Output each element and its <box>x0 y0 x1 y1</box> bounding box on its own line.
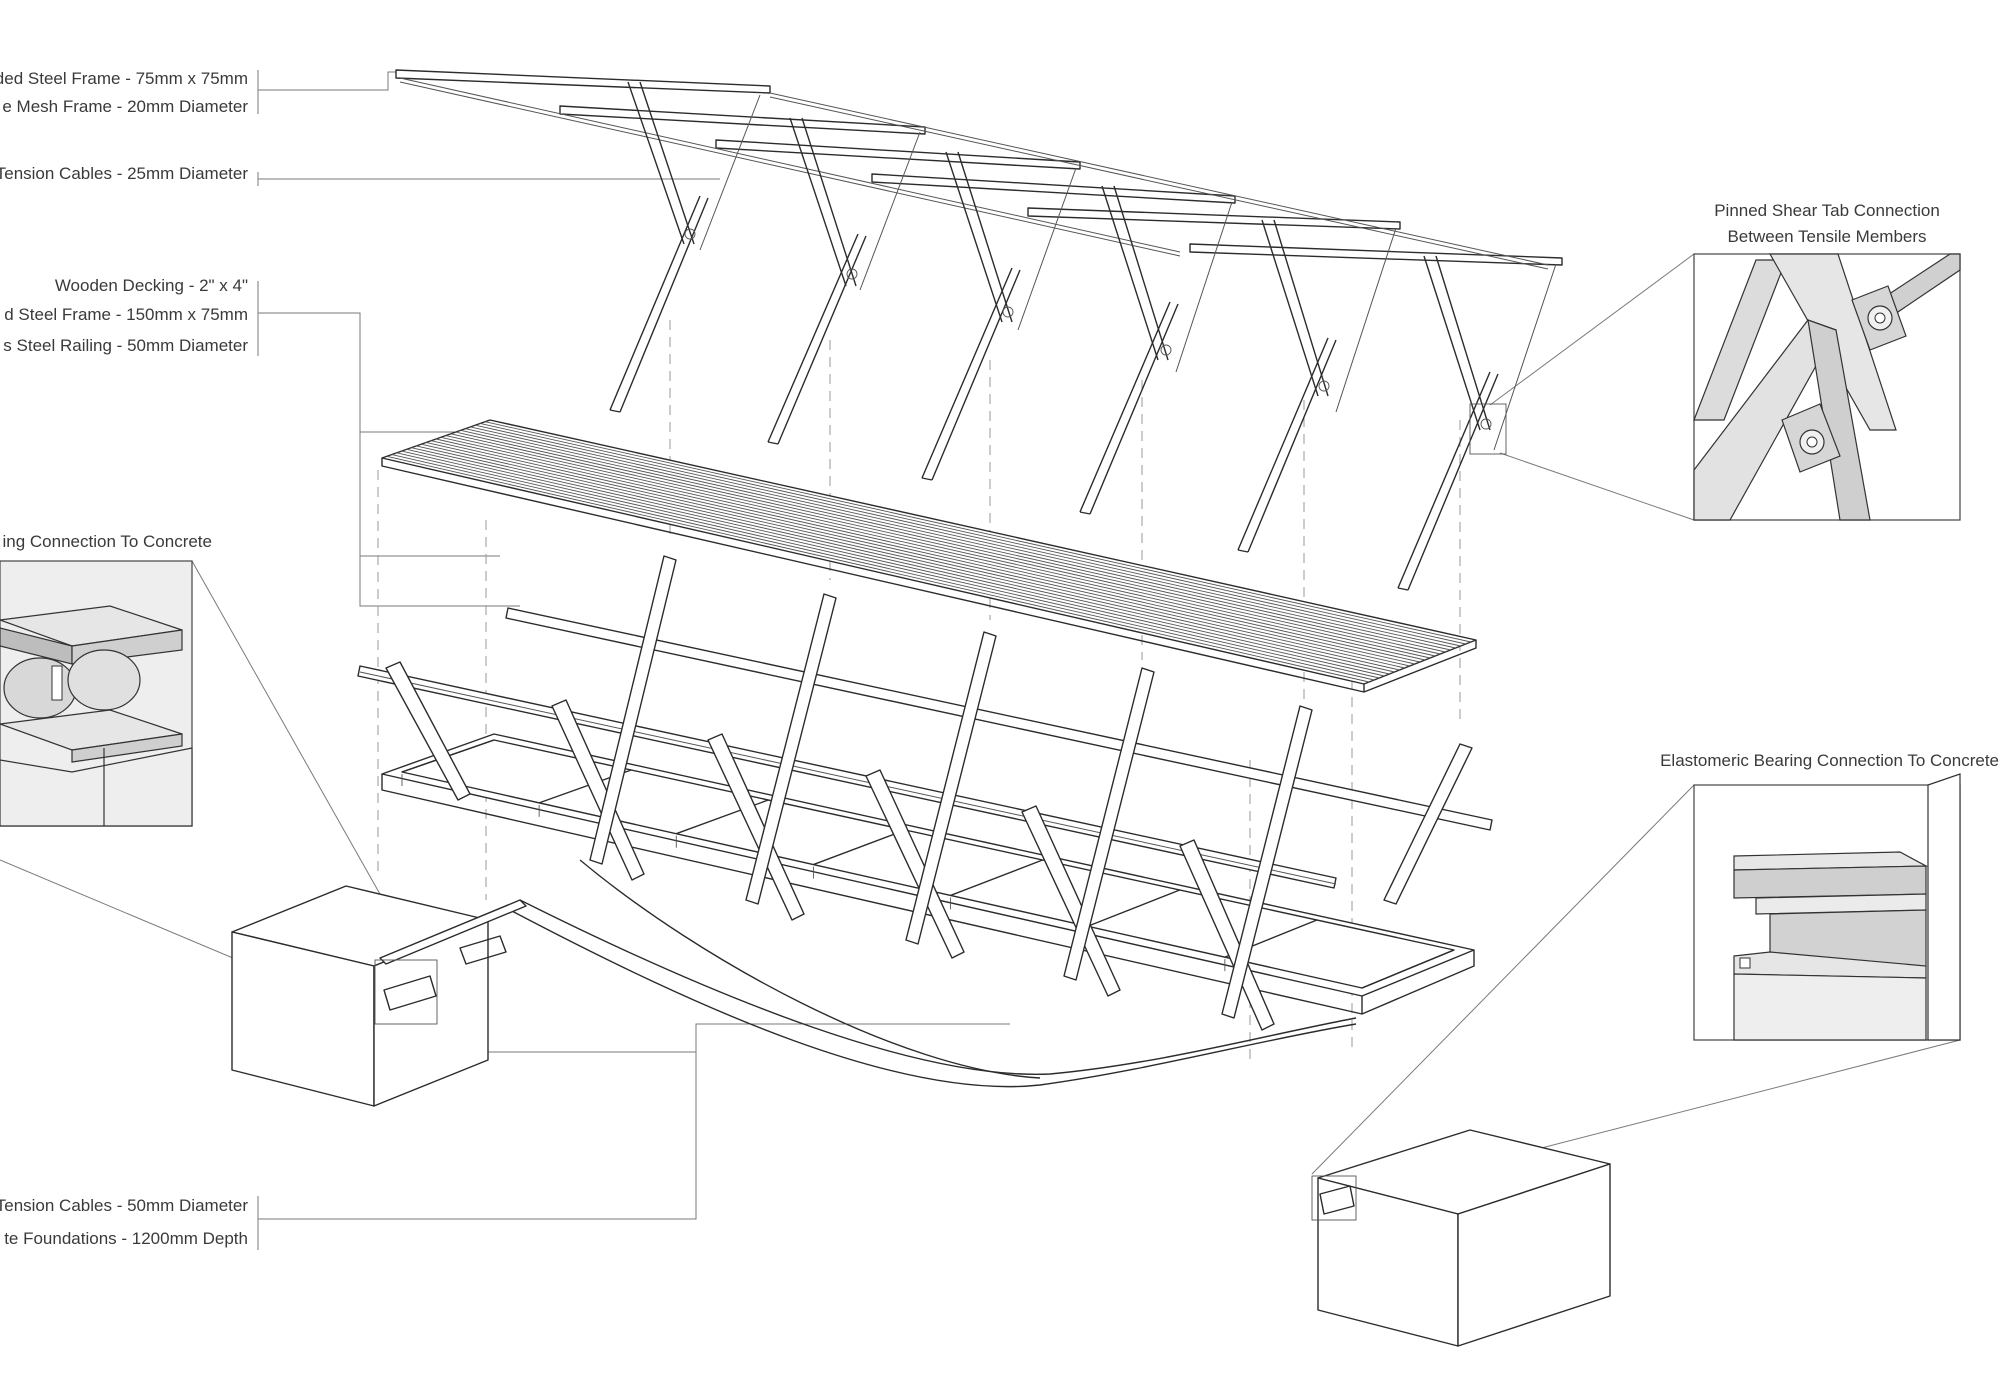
label-shear-tab-1: Pinned Shear Tab Connection <box>1714 201 1940 220</box>
label-railing: s Steel Railing - 50mm Diameter <box>3 336 248 355</box>
frame-segment-divider <box>813 829 906 866</box>
deck-plank-line <box>396 452 1380 679</box>
wooden-decking <box>381 419 1477 693</box>
label-left-bearing: ing Connection To Concrete <box>3 532 213 551</box>
deck-plank-line <box>411 447 1395 673</box>
label-right-bearing: Elastomeric Bearing Connection To Concre… <box>1660 751 1999 770</box>
deck-plank-line <box>401 450 1385 677</box>
deck-plank-line <box>465 428 1451 651</box>
deck-plank-line <box>480 423 1466 645</box>
label-main-frame: d Steel Frame - 150mm x 75mm <box>4 305 248 324</box>
top-cables <box>399 77 1557 451</box>
left-bearing-callout-box <box>374 959 438 1025</box>
deck-planks <box>386 421 1472 683</box>
steel-railings <box>357 607 1493 889</box>
frame-diagonals <box>385 555 1473 1031</box>
label-mesh-frame: e Mesh Frame - 20mm Diameter <box>2 97 248 116</box>
deck-plank-line <box>450 433 1436 657</box>
deck-plank-line <box>475 424 1461 647</box>
deck-plank-line <box>455 431 1441 655</box>
frame-diagonal-brace <box>385 661 471 801</box>
frame-segment-divider <box>1087 889 1180 927</box>
frame-upright-brace <box>1221 705 1313 1019</box>
top-x-members <box>609 81 1499 591</box>
inset-shear-tab <box>1693 253 1961 521</box>
deck-plank-line <box>386 455 1370 683</box>
frame-segments <box>401 739 1455 989</box>
deck-plank-line <box>470 426 1456 649</box>
deck-plank-line <box>435 438 1421 663</box>
frame-segment-divider <box>1361 949 1455 989</box>
top-frame-beams <box>395 69 1563 266</box>
frame-upright-brace <box>1383 743 1473 905</box>
bottom-tension-cable <box>509 859 1357 1088</box>
label-top-frame: lded Steel Frame - 75mm x 75mm <box>0 69 248 88</box>
deck-plank-line <box>426 442 1410 667</box>
frame-upright-brace <box>905 631 997 945</box>
label-bottom-cables: Tension Cables - 50mm Diameter <box>0 1196 248 1215</box>
label-decking: Wooden Decking - 2" x 4" <box>55 276 248 295</box>
label-shear-tab-2: Between Tensile Members <box>1727 227 1926 246</box>
left-foundation <box>231 885 527 1107</box>
right-foundation <box>1311 1129 1611 1347</box>
deck-plank-line <box>406 448 1390 675</box>
deck-plank-line <box>445 435 1431 659</box>
frame-upright-brace <box>589 555 677 865</box>
label-group-left: lded Steel Frame - 75mm x 75mm e Mesh Fr… <box>0 69 248 1248</box>
frame-segment-divider <box>950 859 1043 897</box>
top-tensile-frame <box>395 69 1563 591</box>
inset-left-bearing <box>0 560 193 827</box>
deck-plank-line <box>416 445 1400 671</box>
frame-upright-brace <box>745 593 837 905</box>
label-top-cables: Tension Cables - 25mm Diameter <box>0 164 248 183</box>
deck-plank-line <box>484 421 1472 643</box>
shear-tab-callout-box <box>1469 403 1507 455</box>
inset-right-bearing <box>1693 773 1961 1041</box>
deck-plank-line <box>460 429 1446 653</box>
right-bearing-callout-box <box>1311 1175 1357 1221</box>
leader-lines <box>0 70 1961 1250</box>
deck-plank-line <box>391 454 1375 681</box>
deck-plank-line <box>421 443 1405 669</box>
lower-steel-frame <box>381 555 1475 1031</box>
label-foundations: te Foundations - 1200mm Depth <box>4 1229 248 1248</box>
label-group-right: Pinned Shear Tab Connection Between Tens… <box>1660 201 1999 770</box>
deck-plank-line <box>440 436 1426 661</box>
deck-plank-line <box>430 440 1416 665</box>
frame-upright-brace <box>1063 667 1155 981</box>
